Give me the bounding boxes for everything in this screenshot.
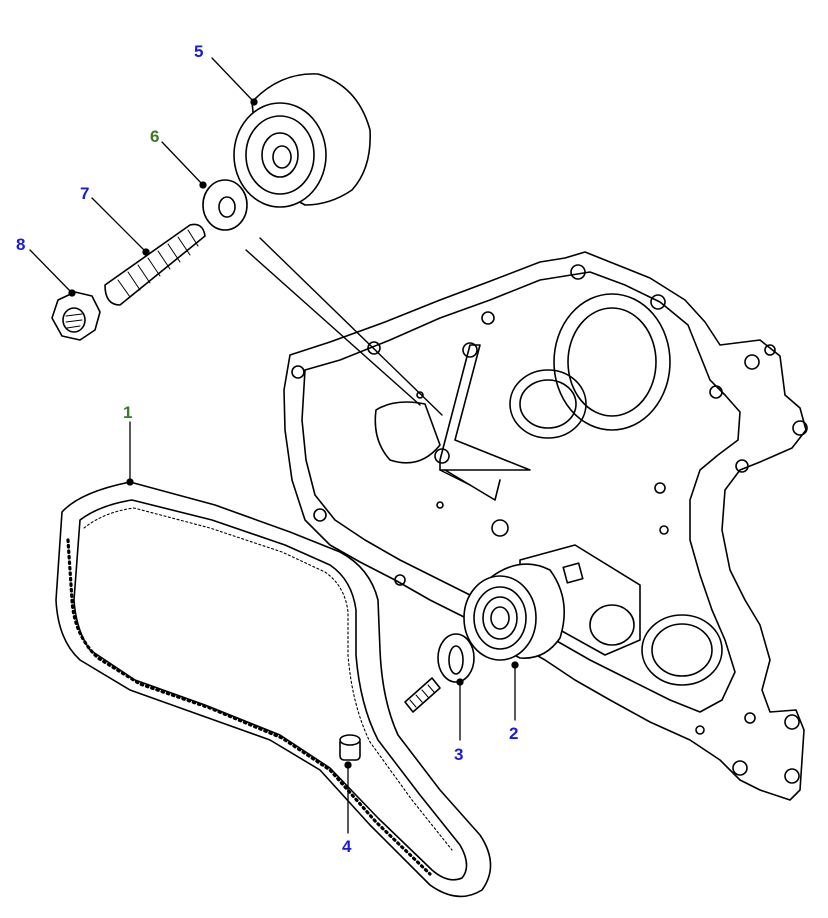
timing-belt: [55, 481, 492, 898]
callout-7: 7: [80, 184, 90, 203]
washer-3: [437, 633, 475, 683]
tensioner-stud: [404, 677, 441, 713]
callout-6: 6: [150, 127, 160, 146]
idler-pulley-5: [233, 73, 371, 208]
leader-lines: [29, 57, 519, 834]
washer-6: [202, 179, 248, 231]
tensioner-pulley-2: [463, 563, 566, 661]
callout-2: 2: [509, 724, 519, 743]
callout-5: 5: [194, 42, 204, 61]
stud-7: [104, 223, 206, 306]
assembly-lines: [245, 237, 471, 486]
callout-1: 1: [123, 403, 133, 422]
stud-4: [339, 734, 361, 761]
flange-bolt-holes: [291, 264, 808, 784]
callout-3: 3: [454, 745, 464, 764]
callout-4: 4: [342, 837, 352, 856]
callout-8: 8: [16, 235, 26, 254]
flange-nut-8: [51, 291, 101, 341]
